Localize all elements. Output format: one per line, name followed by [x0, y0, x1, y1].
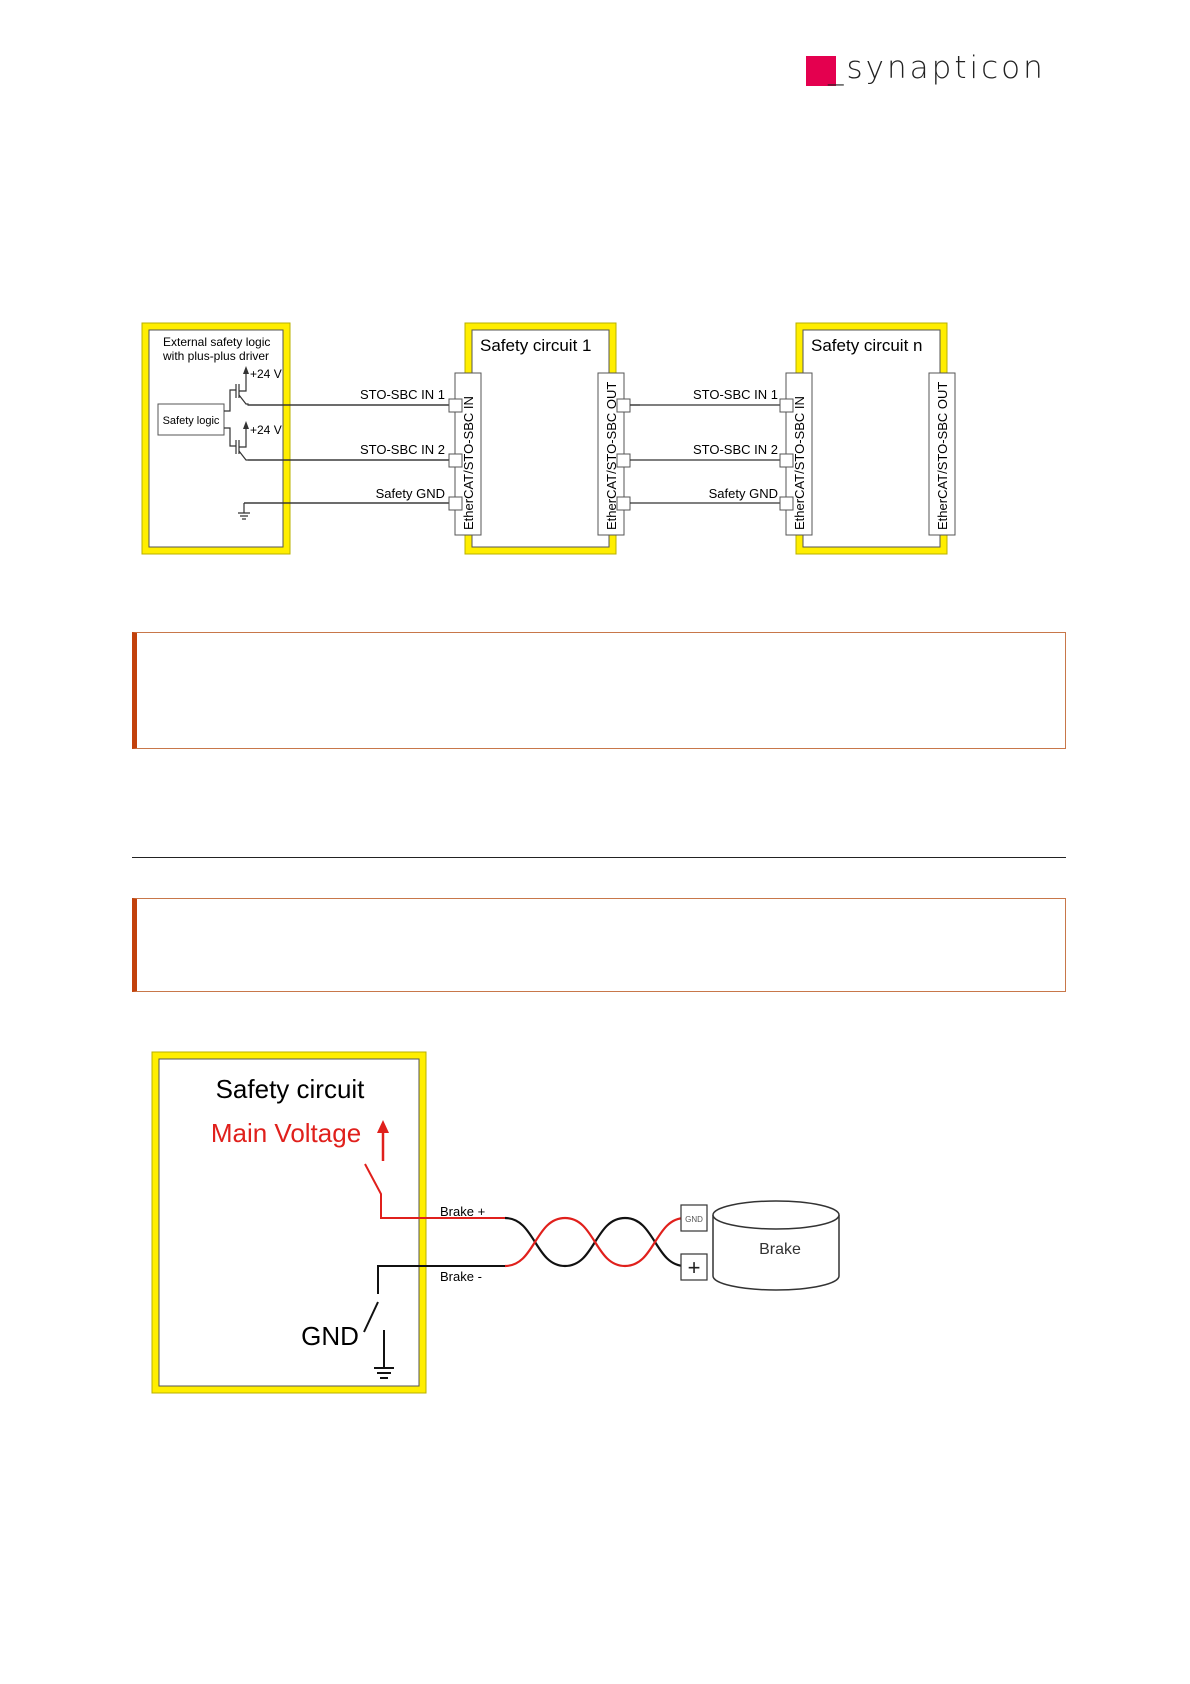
v24a-label: +24 V — [250, 367, 282, 381]
external-title-line2: with plus-plus driver — [162, 349, 269, 363]
circuit1-out-label: EtherCAT/STO-SBC OUT — [604, 382, 619, 530]
sto-sbc-wiring-diagram: External safety logic with plus-plus dri… — [141, 322, 956, 555]
circuitn-title: Safety circuit n — [811, 336, 923, 355]
synapticon-logo: _synapticon — [806, 50, 1068, 86]
main-voltage-label: Main Voltage — [211, 1118, 361, 1148]
horizontal-rule — [132, 857, 1066, 858]
right-gnd-label: Safety GND — [709, 486, 778, 501]
brake-wiring-diagram: Safety circuit Main Voltage GND Brake + … — [151, 1051, 840, 1394]
circuitn-in-label: EtherCAT/STO-SBC IN — [792, 396, 807, 530]
safety-logic-label: Safety logic — [163, 415, 220, 427]
safety-circuit-box: Safety circuit Main Voltage GND — [151, 1051, 505, 1394]
circuit1-title: Safety circuit 1 — [480, 336, 592, 355]
brake-component: Brake GND + — [680, 1200, 840, 1291]
safety-circuit-1-box: Safety circuit 1 EtherCAT/STO-SBC IN Eth… — [448, 322, 631, 555]
logo-square — [806, 56, 836, 86]
v24b-label: +24 V — [250, 423, 282, 437]
circuitn-out-label: EtherCAT/STO-SBC OUT — [935, 382, 950, 530]
logo-text: _synapticon — [828, 50, 1046, 86]
left-gnd-label: Safety GND — [376, 486, 445, 501]
left-in1-label: STO-SBC IN 1 — [360, 387, 445, 402]
gnd-terminal-label: GND — [685, 1215, 703, 1224]
left-in2-label: STO-SBC IN 2 — [360, 442, 445, 457]
arrow-up-icon — [377, 1120, 389, 1133]
right-in1-label: STO-SBC IN 1 — [693, 387, 778, 402]
plus-terminal-label: + — [688, 1255, 701, 1280]
note-box-1 — [132, 632, 1066, 749]
brake-minus-label: Brake - — [440, 1269, 482, 1284]
brake-plus-label: Brake + — [440, 1204, 485, 1219]
circuit1-in-label: EtherCAT/STO-SBC IN — [461, 396, 476, 530]
safety-circuit-n-box: Safety circuit n EtherCAT/STO-SBC IN Eth… — [779, 322, 956, 555]
external-safety-logic-box: External safety logic with plus-plus dri… — [141, 322, 640, 555]
gnd-label: GND — [301, 1321, 359, 1351]
right-in2-label: STO-SBC IN 2 — [693, 442, 778, 457]
safety-circuit-title: Safety circuit — [216, 1074, 366, 1104]
brake-label: Brake — [759, 1241, 801, 1258]
external-title-line1: External safety logic — [163, 335, 270, 349]
note-box-2 — [132, 898, 1066, 992]
